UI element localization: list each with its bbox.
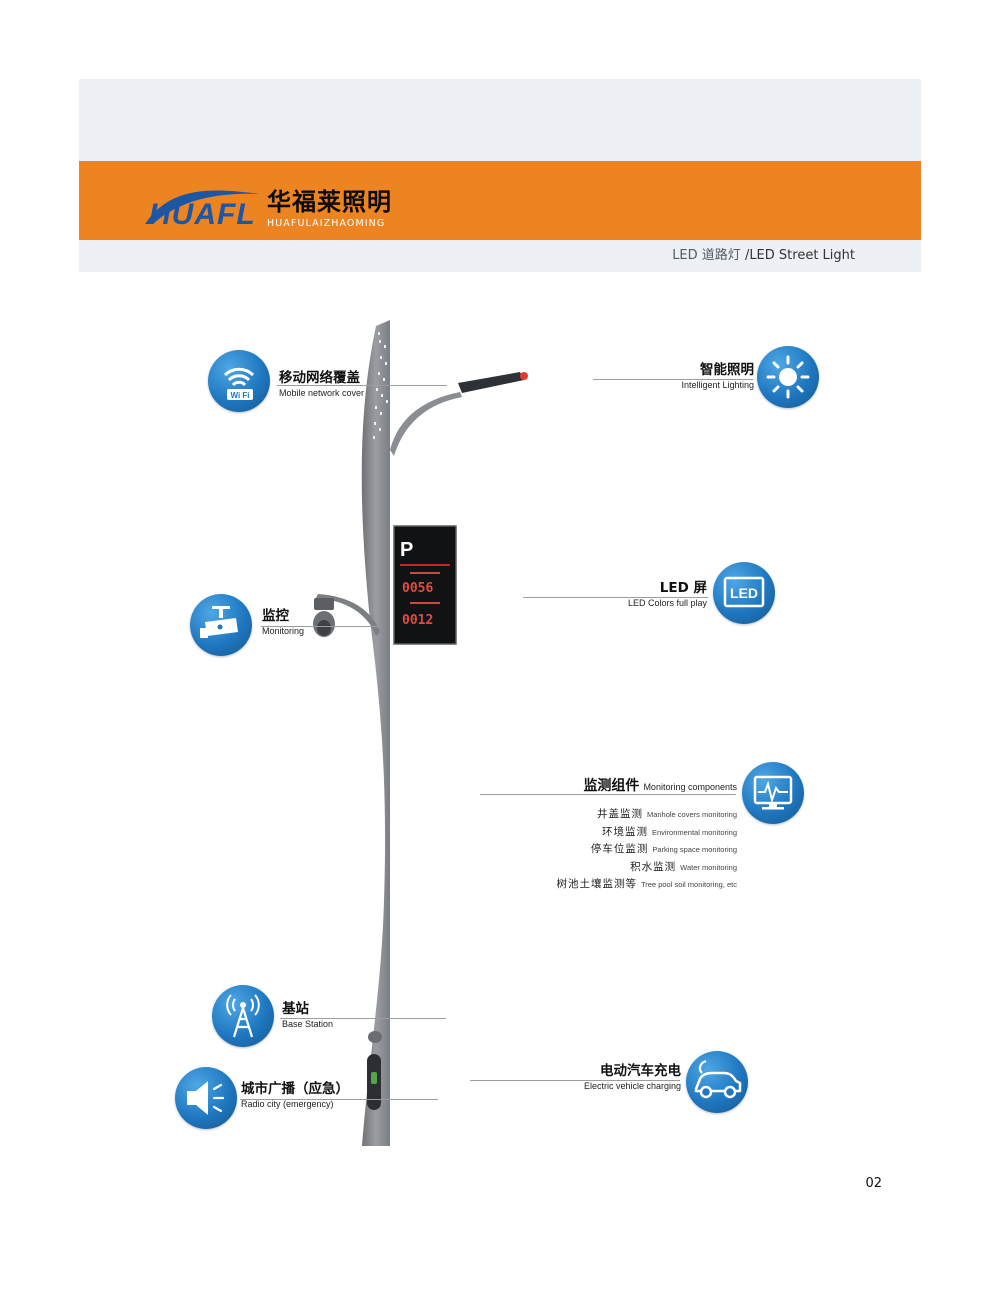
cctv-camera-icon: [190, 594, 252, 656]
leader-wifi: [277, 385, 447, 386]
leader-base-station: [280, 1018, 446, 1019]
feature-led: LED 屏 LED Colors full play: [628, 580, 707, 609]
feature-led-en: LED Colors full play: [627, 598, 707, 609]
item-cn: 环境监测: [601, 825, 648, 838]
brand-logo: HUAFL: [145, 190, 259, 228]
lamp-light: [520, 372, 528, 380]
item-cn: 井盖监测: [596, 808, 643, 820]
feature-ev-cn: 电动汽车充电: [600, 1063, 681, 1079]
brand-name-en: HUAFULAIZHAOMING: [267, 218, 386, 229]
category-cn: LED 道路灯: [672, 248, 741, 263]
led-display-panel: P 0056 0012: [393, 525, 457, 645]
feature-monitoring-cn: 监控: [262, 608, 289, 624]
item-cn: 积水监测: [630, 860, 677, 873]
leader-led: [523, 597, 708, 598]
speaker-icon: [175, 1067, 237, 1129]
pole-shaft: [361, 320, 390, 1146]
brand-name-cn: 华福莱照明: [267, 188, 392, 216]
monitoring-components-en: Monitoring components: [643, 782, 737, 792]
leader-radio: [240, 1099, 438, 1100]
feature-monitoring: 监控 Monitoring: [262, 608, 304, 637]
feature-radio-cn: 城市广播（应急）: [241, 1081, 349, 1097]
page-number: 02: [865, 1176, 882, 1191]
feature-base-station-en: Base Station: [282, 1019, 334, 1030]
logo-lettering: HUAFL: [149, 198, 256, 228]
feature-lighting-en: Intelligent Lighting: [681, 380, 754, 391]
feature-base-station-cn: 基站: [282, 1001, 309, 1017]
brand-band: [79, 161, 921, 240]
leader-ev: [470, 1080, 680, 1081]
feature-ev-en: Electric vehicle charging: [583, 1081, 681, 1092]
wifi-badge: Wi Fi: [230, 391, 249, 400]
display-value-2: 0012: [402, 613, 433, 628]
pole-perforations: [373, 332, 388, 439]
monitoring-components-cn: 监测组件: [583, 778, 640, 794]
feature-ev-charging: 电动汽车充电 Electric vehicle charging: [584, 1063, 681, 1092]
wifi-icon: Wi Fi: [208, 350, 270, 412]
feature-lighting-cn: 智能照明: [700, 362, 754, 378]
item-en: Tree pool soil monitoring, etc: [640, 880, 737, 889]
item-en: Parking space monitoring: [652, 845, 737, 854]
item-cn: 停车位监测: [590, 843, 649, 855]
cctv-dome: [313, 598, 335, 637]
parking-p-mark: P: [400, 539, 413, 561]
item-en: Manhole covers monitoring: [646, 810, 737, 819]
leader-monitoring-components: [480, 794, 736, 795]
ev-car-icon: [686, 1051, 748, 1113]
category-en: /LED Street Light: [744, 248, 855, 263]
antenna-tower-icon: [212, 985, 274, 1047]
item-cn: 树池土壤监测等: [556, 878, 637, 890]
header-category: LED 道路灯 /LED Street Light: [672, 249, 855, 262]
feature-lighting: 智能照明 Intelligent Lighting: [681, 362, 754, 391]
lamp-arm: [390, 392, 462, 456]
feature-radio: 城市广播（应急） Radio city (emergency): [241, 1081, 349, 1110]
feature-monitoring-en: Monitoring: [262, 626, 305, 637]
feature-led-cn: LED 屏: [659, 580, 707, 596]
item-en: Environmental monitoring: [651, 827, 737, 837]
leader-monitoring: [261, 626, 378, 627]
item-en: Water monitoring: [680, 862, 737, 872]
leader-lighting: [593, 379, 753, 380]
led-badge: LED: [730, 585, 758, 601]
feature-wifi: 移动网络覆盖 Mobile network cover: [279, 370, 364, 399]
feature-base-station: 基站 Base Station: [282, 1001, 333, 1030]
monitor-pulse-icon: [742, 762, 804, 824]
display-value-1: 0056: [402, 581, 433, 596]
feature-wifi-en: Mobile network cover: [279, 388, 365, 399]
speaker-grill: [368, 1031, 382, 1043]
sun-icon: [757, 346, 819, 408]
feature-wifi-cn: 移动网络覆盖: [279, 370, 360, 386]
lamp-head: [458, 372, 524, 393]
feature-radio-en: Radio city (emergency): [241, 1099, 334, 1110]
led-screen-icon: LED: [713, 562, 775, 624]
